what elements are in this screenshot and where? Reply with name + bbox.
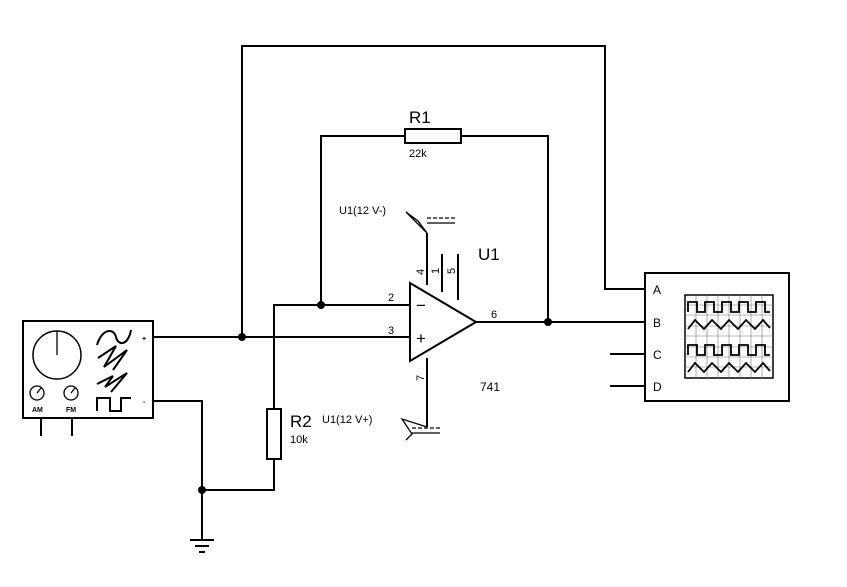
pin-label-offset2: 5 [446,268,458,274]
r1-body [404,128,462,144]
junctions [198,301,552,494]
opamp-ref: U1 [478,245,500,264]
junction-dot [317,301,325,309]
resistor-r2[interactable]: R2 10k [266,408,312,460]
sine-wave-icon [96,329,132,346]
triangle-wave-icon [97,345,128,371]
scope-triangle-trace [687,318,771,331]
wire-inverting [273,304,410,409]
generator-minus-label: - [143,399,146,406]
opamp-inv-sign: − [416,296,426,315]
supply-pos-label: U1(12 V+) [322,414,372,426]
supply-neg-terminal[interactable]: U1(12 V-) [339,205,455,234]
ground-symbol-icon [190,539,214,553]
wire-r1-left [320,135,405,305]
scope-channel-b-label: B [653,316,661,330]
scope-triangle-trace-2 [687,361,771,374]
generator-plus-label: + [142,336,146,343]
r1-ref: R1 [409,108,431,127]
supply-neg-arrow-icon [405,211,428,234]
pin-label-offset1: 1 [430,268,442,274]
function-generator[interactable]: AM FM + - [22,320,154,436]
opamp-body [409,281,478,363]
wire-scope-a [241,45,645,337]
junction-dot [544,318,552,326]
pin-label-vneg: 4 [415,269,427,275]
supply-pos-arrow-icon [400,417,428,441]
junction-dot [238,333,246,341]
am-label: AM [32,407,43,414]
r2-value: 10k [290,434,308,446]
pin-label-vpos: 7 [415,375,427,381]
r2-ref: R2 [290,412,312,431]
wires [153,45,645,540]
opamp-part: 741 [480,380,500,394]
scope-channel-d-label: D [653,380,662,394]
wire-r2-ground [202,459,275,491]
opamp-u1[interactable]: − + U1 741 2 3 6 4 1 5 7 [388,245,500,394]
scope-square-trace [687,301,770,313]
r2-body [266,408,282,460]
square-wave-icon [96,397,131,412]
opamp-noninv-sign: + [416,329,426,348]
wire-r1-right [461,135,549,322]
supply-pos-terminal[interactable]: U1(12 V+) [322,414,440,441]
scope-channel-a-label: A [653,283,661,297]
wire-gen-ground [153,400,203,540]
am-knob-icon [29,385,45,401]
generator-body [22,320,154,419]
pin-label-out: 6 [491,309,497,321]
supply-neg-label: U1(12 V-) [339,205,386,217]
resistor-r1[interactable]: R1 22k [404,108,462,160]
fm-label: FM [66,407,76,414]
oscilloscope[interactable]: A B C D [644,272,790,402]
sawtooth-wave-icon [96,372,128,393]
pin-label-inv: 2 [388,292,394,304]
fm-knob-icon [63,385,79,401]
r1-value: 22k [409,148,427,160]
junction-dot [198,486,206,494]
pin-label-noninv: 3 [388,325,394,337]
scope-channel-c-label: C [653,348,662,362]
scope-square-trace-2 [687,344,770,356]
